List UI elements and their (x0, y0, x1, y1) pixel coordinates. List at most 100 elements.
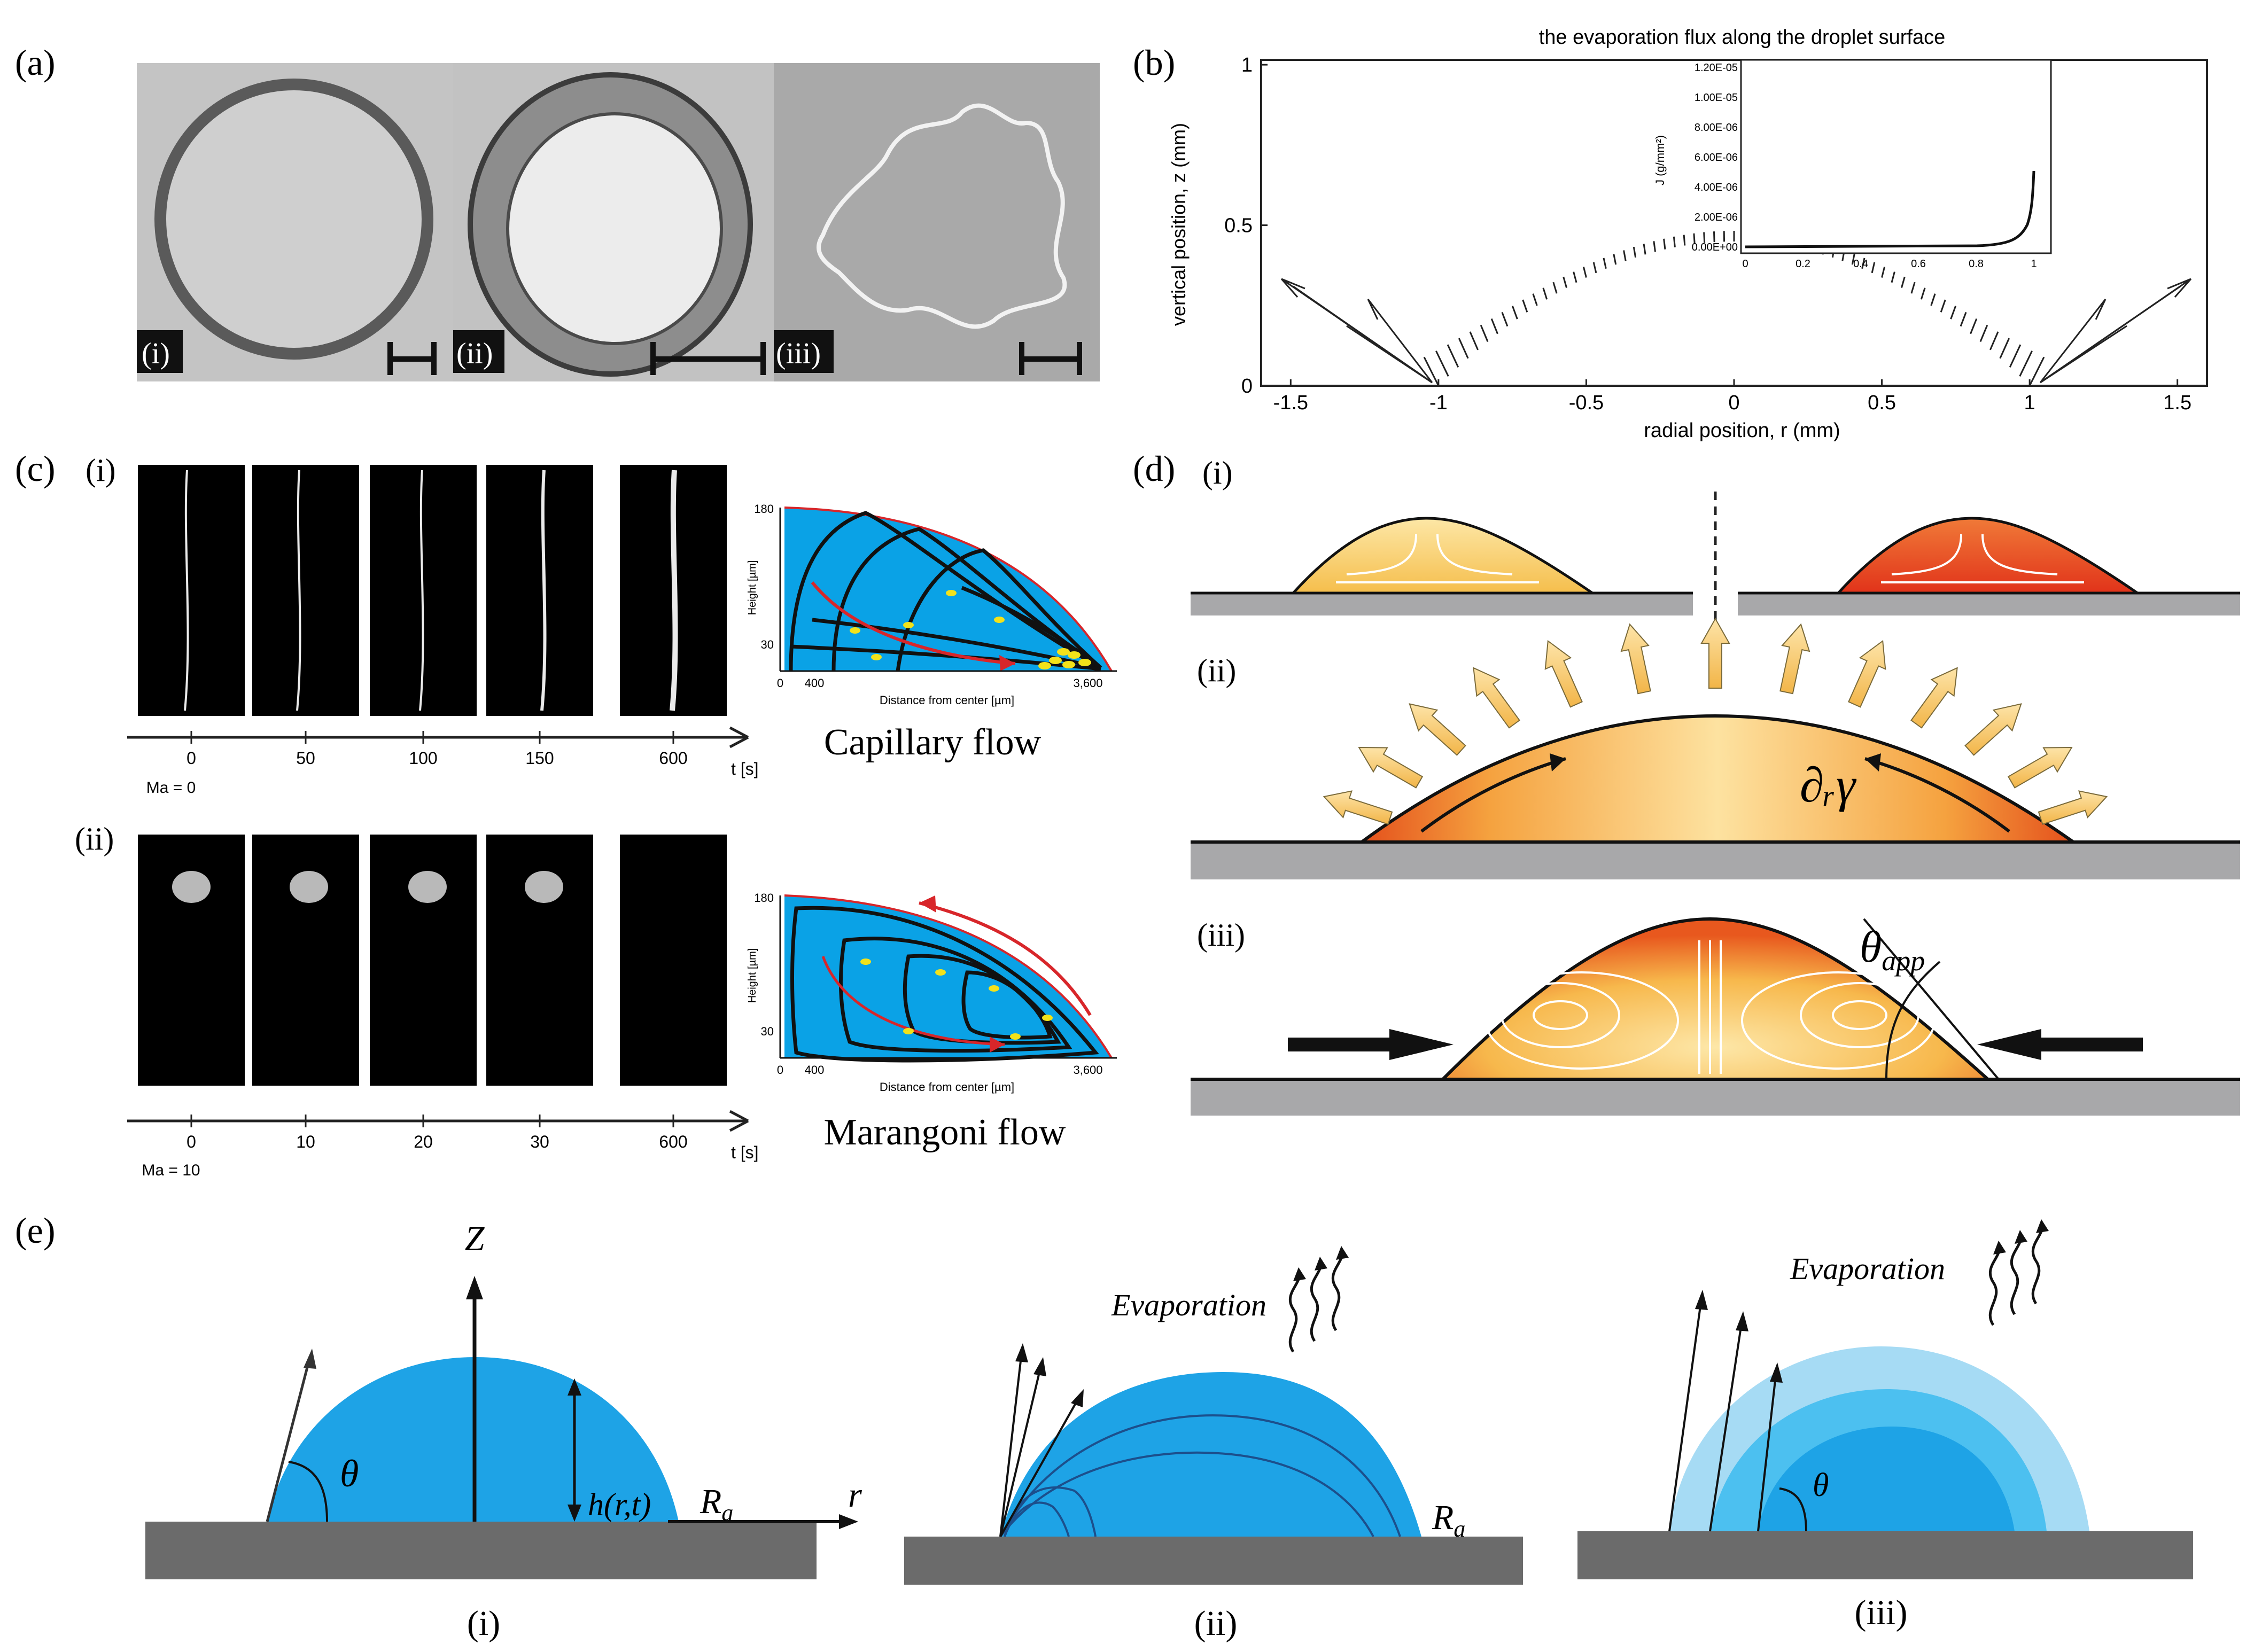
sub-label-a-ii: (ii) (456, 337, 493, 370)
plot-b-y-ticks: 00.51 (1224, 54, 1268, 398)
capillary-flow-plot: 180 30 0 400 3,600 Height [µm] Distance … (747, 502, 1117, 763)
flux-arrow (1960, 311, 1967, 327)
panel-e-i: Z r θ h(r,t) Ra (145, 1219, 862, 1579)
sub-label-e-iii: (iii) (1855, 1593, 1908, 1632)
panel-label-a: (a) (15, 42, 55, 83)
ma-label-c-ii: Ma = 10 (142, 1162, 200, 1179)
t-unit-c-ii: t [s] (731, 1143, 759, 1162)
flux-arrow (1653, 241, 1656, 252)
particle-front (419, 470, 424, 711)
scale-bar-a-i (387, 342, 437, 375)
flux-arrow (1703, 232, 1706, 243)
capillary-xtick-400: 400 (805, 676, 825, 690)
internal-flow-d-i-cool (1336, 534, 1539, 583)
time-tick-label: 50 (296, 749, 315, 768)
panel-label-d: (d) (1133, 448, 1175, 489)
time-tick-label: 30 (530, 1132, 549, 1151)
flux-arrow (1480, 325, 1489, 342)
evaporation-arrow (1964, 703, 2022, 756)
x-tick-label: -1 (1429, 392, 1448, 414)
marangoni-xtick-0: 0 (777, 1063, 783, 1077)
t-unit-c-i: t [s] (731, 759, 759, 778)
sub-label-bg-a-i (137, 330, 183, 373)
flux-arrow (1490, 318, 1498, 334)
particle-cluster (172, 871, 211, 903)
x-tick-label: -0.5 (1569, 392, 1604, 414)
inset-y-ticks: 0.00E+002.00E-064.00E-066.00E-068.00E-06… (1692, 62, 1738, 253)
flux-arrow (1573, 271, 1577, 283)
substrate-d-i-right (1738, 593, 2240, 615)
particle-front (296, 470, 301, 711)
flux-arrow (1663, 238, 1666, 250)
capillary-ytick-180: 180 (754, 502, 774, 516)
internal-flow-d-iii (1484, 940, 1936, 1074)
y-tick-label: 1 (1241, 54, 1253, 76)
panel-label-e: (e) (15, 1210, 55, 1251)
marangoni-streamlines (790, 906, 1099, 1063)
marangoni-arrow-left (1420, 757, 1566, 833)
sub-label-d-iii: (iii) (1197, 917, 1245, 953)
panel-a-images: (i) (ii) (iii) (137, 63, 1100, 381)
tangent-arrows-e-iii (1668, 1298, 1777, 1532)
scale-bar-a-ii (650, 342, 766, 375)
particle-front (670, 470, 678, 711)
inset-y-tick-label: 1.00E-05 (1695, 92, 1738, 104)
x-tick-label: 0 (1728, 392, 1739, 414)
z-axis-head (466, 1276, 483, 1299)
microscopy-frame (138, 465, 245, 716)
droplet-e-ii (1000, 1372, 1421, 1537)
push-arrow-left (1288, 1029, 1454, 1060)
height-label: h(r,t) (588, 1487, 651, 1522)
timeline-c-i (127, 726, 749, 749)
tangent-arrow-heads-e-iii (1695, 1290, 1783, 1383)
flux-arrow (1582, 267, 1587, 278)
push-arrow-right (1977, 1029, 2143, 1060)
theta-arc-e-i (288, 1461, 328, 1522)
panel-c-ii-frames (138, 835, 727, 1086)
flux-arrow (2009, 344, 2022, 368)
flux-arrow (1920, 287, 1926, 300)
panel-d-iii: θapp (1191, 917, 2240, 1116)
sub-label-bg-a-iii (774, 330, 834, 373)
particle-cluster (290, 871, 328, 903)
flux-arrow (2028, 356, 2045, 386)
edge-flux-arrows-left (1280, 278, 1433, 384)
marangoni-xtick-3600: 3,600 (1073, 1063, 1102, 1077)
tangent-e-i (266, 1357, 312, 1522)
ring-deposit-i (154, 79, 433, 360)
marangoni-plot-ylabel: Height [µm] (747, 948, 758, 1003)
marangoni-bottom-arrow-head (990, 1037, 1005, 1053)
sub-label-a-iii: (iii) (776, 337, 821, 370)
panel-label-c: (c) (15, 448, 55, 489)
tangent-arrows-e-ii (999, 1351, 1081, 1537)
theta-arc-e-iii (1779, 1487, 1807, 1532)
internal-flow-d-i-hot (1881, 534, 2084, 583)
flux-arrow (1851, 254, 1855, 265)
time-tick-label: 0 (186, 1132, 196, 1151)
time-tick-label: 600 (659, 749, 687, 768)
flux-arrow (1940, 299, 1946, 313)
marangoni-xtick-400: 400 (805, 1063, 825, 1077)
substrate-d-iii (1191, 1079, 2240, 1116)
particle-cluster (525, 871, 563, 903)
marangoni-arrow-right (1864, 757, 2010, 833)
flux-arrow (1613, 254, 1617, 265)
marangoni-plot-xlabel: Distance from center [µm] (880, 1080, 1014, 1094)
flux-arrow (1643, 244, 1646, 255)
x-tick-label: 1 (2024, 392, 2035, 414)
flux-arrow (1603, 258, 1607, 269)
evaporation-arrow (1409, 703, 1466, 756)
sub-label-e-i: (i) (467, 1604, 500, 1643)
capillary-flow-label: Capillary flow (824, 722, 1041, 763)
ring-deposit-ii-inner (506, 112, 723, 345)
inset-ylabel: J (g/mm²) (1653, 135, 1667, 185)
capillary-droplet-region (784, 508, 1112, 671)
marangoni-arrow-right-head (1865, 753, 1881, 772)
evaporation-arrow (1620, 623, 1651, 695)
droplet-e-iii-inner (1758, 1427, 2015, 1531)
inset-y-tick-label: 6.00E-06 (1695, 152, 1738, 163)
inset-y-tick-label: 0.00E+00 (1692, 241, 1738, 253)
surface-tension-gradient-label: ∂ᵣγ (1800, 758, 1857, 812)
